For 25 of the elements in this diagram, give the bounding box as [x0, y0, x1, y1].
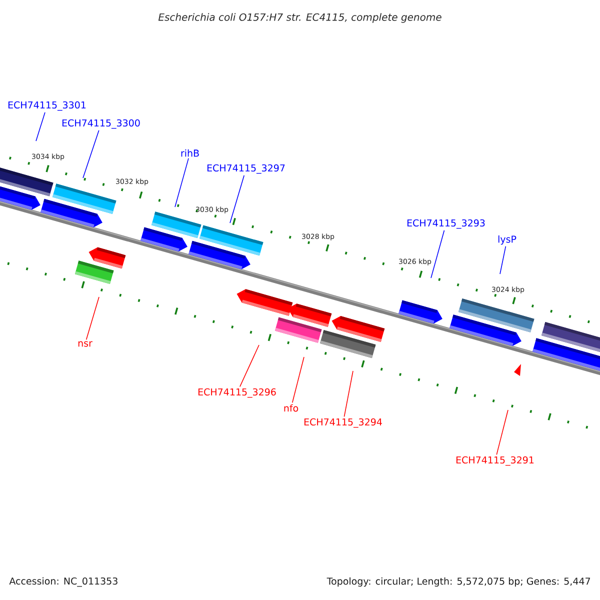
leader-line: [36, 112, 46, 142]
leader-line: [496, 410, 508, 456]
gene-label: nfo: [284, 404, 298, 412]
leader-line: [500, 246, 506, 274]
leader-line: [430, 230, 445, 278]
gene-label: ECH74115_3294: [304, 418, 382, 428]
gene-label: ECH74115_3296: [198, 388, 276, 398]
leader-line: [86, 296, 100, 340]
gene-label: ECH74115_3300: [62, 119, 140, 129]
gene-label: ECH74115_3291: [456, 456, 534, 466]
leader-line: [240, 344, 260, 388]
leader-line: [292, 356, 304, 404]
gene-label: nsr: [78, 341, 92, 347]
title: Escherichia coli O157:H7 str. EC4115, complete genome: [158, 13, 442, 23]
gene-label: rihB: [181, 149, 199, 157]
gene-label: ECH74115_3293: [407, 219, 485, 229]
leader-line: [344, 370, 354, 418]
genome-info-text: Topology: circular; Length: 5,572,075 bp; Genes: 5,447: [326, 577, 590, 587]
gene-label: ECH74115_3301: [8, 101, 86, 111]
accession-text: Accession: NC_011353: [9, 577, 118, 587]
leader-line: [230, 174, 245, 224]
gene-label: lysP: [498, 235, 516, 245]
leader-line: [82, 130, 100, 178]
gene-label: ECH74115_3297: [207, 164, 285, 174]
leader-line: [174, 158, 189, 208]
